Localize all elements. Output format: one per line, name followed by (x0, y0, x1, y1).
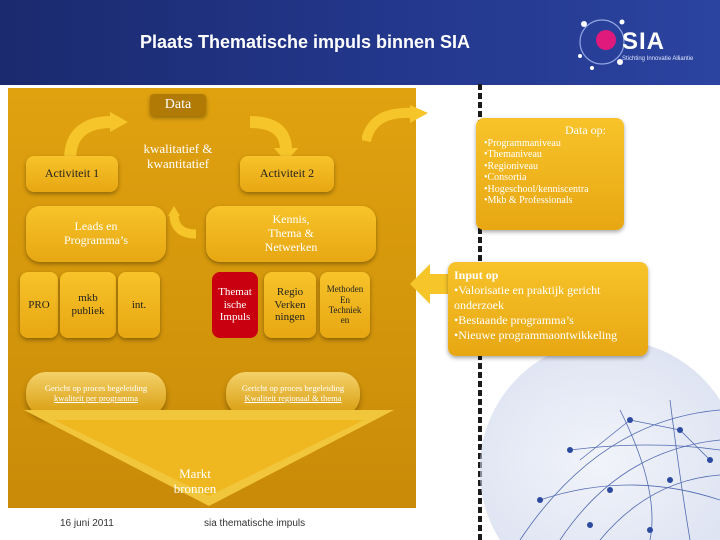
gericht-programma-box: Gericht op proces begeleiding kwaliteit … (26, 372, 166, 416)
input-op-item: •Bestaande programma’s (454, 313, 574, 327)
data-op-item: •Regioniveau (484, 160, 539, 172)
kennis-label: Kennis, Thema & Netwerken (264, 212, 318, 254)
data-op-item: •Consortia (484, 172, 527, 184)
input-op-title: Input op (454, 268, 499, 282)
int-label: int. (131, 298, 147, 311)
activiteit-1-label: Activiteit 1 (44, 166, 100, 181)
pro-label: PRO (28, 298, 50, 311)
activiteit-2-label: Activiteit 2 (259, 166, 315, 181)
down-arrow-icon (24, 410, 394, 506)
gericht-programma-line2: kwaliteit per programma (53, 393, 139, 403)
activiteit-1-box: Activiteit 1 (26, 156, 118, 192)
footer-date: 16 juni 2011 (60, 518, 114, 529)
pro-box: PRO (20, 272, 58, 338)
gericht-regionaal-box: Gericht op proces begeleiding Kwaliteit … (226, 372, 360, 416)
regio-label: Regio Verken ningen (274, 286, 306, 324)
page-title: Plaats Thematische impuls binnen SIA (139, 32, 471, 52)
arrow-down-icon (249, 116, 298, 162)
data-op-title: Data op: (565, 123, 606, 137)
right-arrow-icon (362, 105, 428, 143)
mkb-box: mkb publiek (60, 272, 116, 338)
int-box: int. (118, 272, 160, 338)
arrow-return-icon (168, 206, 197, 239)
data-op-item-text: Mkb & Professionals (487, 195, 573, 207)
input-op-item-text: Valorisatie en praktijk gericht onderzoe… (454, 283, 601, 312)
data-op-item-text: Themaniveau (487, 149, 542, 161)
kennis-box: Kennis, Thema & Netwerken (206, 206, 376, 262)
data-op-item-text: Programmaniveau (487, 137, 561, 149)
data-op-item: •Programmaniveau (484, 137, 561, 149)
data-op-box: Data op: •Programmaniveau •Themaniveau •… (476, 118, 624, 230)
input-op-item: •Nieuwe programmaontwikkeling (454, 328, 618, 342)
footer-center: sia thematische impuls (204, 518, 306, 529)
data-op-item-text: Consortia (487, 172, 527, 184)
regio-box: Regio Verken ningen (264, 272, 316, 338)
kwalitatief-text: kwalitatief & kwantitatief (143, 141, 213, 171)
leads-box: Leads en Programma’s (26, 206, 166, 262)
data-op-item: •Themaniveau (484, 149, 542, 161)
gericht-programma-line1: Gericht op proces begeleiding (44, 383, 148, 394)
sia-logo-icon (578, 19, 625, 70)
markt-label: Markt bronnen (173, 466, 217, 496)
logo-text: SIA (622, 28, 666, 55)
data-op-item-text: Regioniveau (487, 160, 539, 172)
data-tab: Data (150, 94, 206, 116)
input-op-item-text: Nieuwe programmaontwikkeling (458, 328, 618, 342)
left-arrow-icon (410, 264, 454, 304)
markt-label-box: Markt bronnen (150, 462, 240, 502)
network-globe-icon (480, 339, 720, 540)
thematische-impuls-box: Themat ische Impuls (212, 272, 258, 338)
gericht-regionaal-line2: Kwaliteit regionaal & thema (244, 393, 342, 403)
activiteit-2-box: Activiteit 2 (240, 156, 334, 192)
leads-label: Leads en Programma’s (64, 219, 128, 247)
mkb-label: mkb publiek (71, 292, 105, 317)
data-op-item: •Hogeschool/kenniscentra (484, 183, 589, 195)
input-op-item-text: Bestaande programma’s (458, 313, 574, 327)
data-op-item-text: Hogeschool/kenniscentra (487, 183, 589, 195)
input-op-item: •Valorisatie en praktijk gericht onderzo… (454, 283, 601, 312)
arrow-up-icon (64, 112, 128, 161)
thematische-impuls-label: Themat ische Impuls (218, 286, 252, 324)
gericht-regionaal-line1: Gericht op proces begeleiding (241, 383, 345, 394)
logo-subtitle: Stichting Innovatie Alliantie (622, 56, 694, 62)
kwalitatief-label: kwalitatief & kwantitatief (128, 130, 228, 184)
data-tab-label: Data (164, 96, 192, 112)
methoden-box: Methoden En Techniek en (320, 272, 370, 338)
data-op-item: •Mkb & Professionals (484, 195, 573, 207)
methoden-label: Methoden En Techniek en (326, 284, 364, 326)
input-op-box: Input op •Valorisatie en praktijk gerich… (448, 262, 648, 356)
